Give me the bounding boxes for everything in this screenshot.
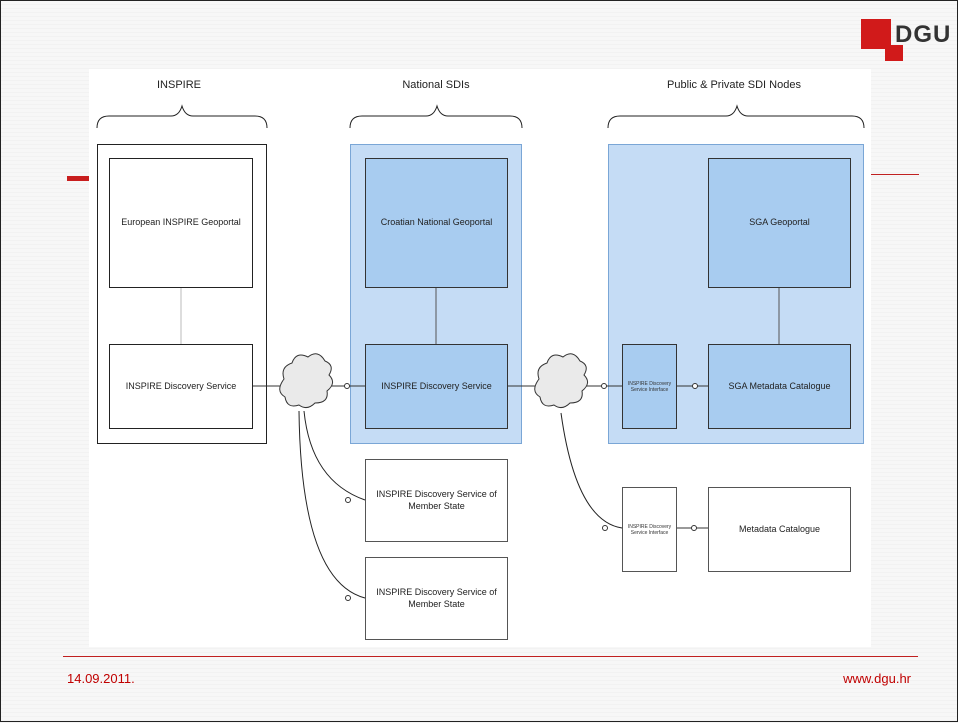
header-braces [96,104,865,129]
sga-geoportal-label: SGA Geoportal [749,217,810,228]
national-discovery-box: INSPIRE Discovery Service [365,344,508,429]
european-geoportal-box: European INSPIRE Geoportal [109,158,253,288]
member-state-discovery-2: INSPIRE Discovery Service of Member Stat… [365,557,508,640]
sga-metadata-catalogue-label: SGA Metadata Catalogue [728,380,831,391]
cloud-icon [534,353,588,409]
discovery-interface-box-2: INSPIRE Discovery Service Interface [622,487,677,572]
brace-national [349,104,523,129]
horizontal-links [253,385,708,529]
footer-divider [63,656,918,657]
croatian-geoportal-label: Croatian National Geoportal [380,217,493,228]
member-state-discovery-2-label: INSPIRE Discovery Service of Member Stat… [376,587,497,609]
discovery-interface-1-label: INSPIRE Discovery Service Interface [627,380,672,393]
red-accent-mark [67,176,91,181]
metadata-catalogue-box: Metadata Catalogue [708,487,851,572]
logo-red-square [861,19,891,49]
cloud-icon [279,353,333,409]
brace-public [607,104,865,129]
logo-text: DGU [895,21,952,48]
footer-date: 14.09.2011. [67,671,135,686]
sga-metadata-catalogue-box: SGA Metadata Catalogue [708,344,851,429]
dgu-logo: DGU [861,19,958,79]
croatian-geoportal-box: Croatian National Geoportal [365,158,508,288]
curved-links [298,410,623,599]
link-endpoints [344,383,698,601]
national-discovery-label: INSPIRE Discovery Service [381,380,492,391]
header-inspire: INSPIRE [156,79,201,91]
vertical-links [180,288,780,344]
brace-inspire [96,104,268,129]
footer-url[interactable]: www.dgu.hr [843,671,911,686]
sga-geoportal-box: SGA Geoportal [708,158,851,288]
discovery-interface-2-label: INSPIRE Discovery Service Interface [627,523,672,536]
inspire-discovery-label: INSPIRE Discovery Service [125,380,237,391]
member-state-discovery-1-label: INSPIRE Discovery Service of Member Stat… [376,489,497,511]
header-public-private: Public & Private SDI Nodes [667,79,801,91]
member-state-discovery-1: INSPIRE Discovery Service of Member Stat… [365,459,508,542]
header-national-sdis: National SDIs [402,79,470,91]
red-accent-line [861,174,919,175]
inspire-discovery-box: INSPIRE Discovery Service [109,344,253,429]
metadata-catalogue-label: Metadata Catalogue [738,523,821,534]
logo-red-square-small [885,45,903,61]
discovery-interface-box-1: INSPIRE Discovery Service Interface [622,344,677,429]
european-geoportal-label: European INSPIRE Geoportal [121,217,241,228]
